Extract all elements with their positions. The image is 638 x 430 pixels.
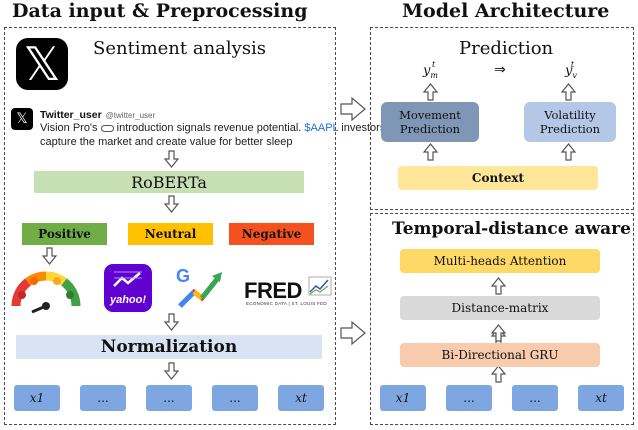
tweet-x-icon: 𝕏: [11, 108, 33, 130]
sentiment-analysis-title: Sentiment analysis: [93, 38, 267, 59]
left-input-dots-2: ...: [146, 385, 192, 411]
arrow-context-volatility: [560, 143, 577, 161]
google-trends-icon: G: [176, 266, 222, 308]
distance-matrix-box: Distance-matrix: [400, 296, 600, 320]
arrow-positive-gauge: [41, 247, 58, 265]
output-y-v-sub: v: [572, 70, 577, 80]
sentiment-negative: Negative: [229, 223, 314, 245]
arrow-normalization-inputs: [163, 362, 180, 380]
tweet-text-1: Vision Pro's: [40, 122, 98, 134]
left-input-xt: xt: [278, 385, 324, 411]
output-y-v-base: y: [565, 63, 573, 79]
arrow-context-movement: [422, 143, 439, 161]
yahoo-label: yahoo!: [109, 294, 147, 306]
svg-text:G: G: [176, 266, 190, 286]
fred-logo: FRED: [244, 278, 302, 303]
fred-chart-icon: [308, 276, 332, 296]
output-y-v-sup: t: [570, 60, 575, 69]
right-input-dots-2: ...: [512, 385, 558, 411]
roberta-box: RoBERTa: [34, 171, 304, 193]
output-y-m-sup: t: [431, 60, 436, 69]
output-y-m-base: y: [423, 63, 431, 79]
context-box: Context: [398, 166, 598, 190]
vision-pro-icon: [100, 124, 114, 132]
arrow-sources-normalization: [163, 313, 180, 331]
arrow-tweet-roberta: [163, 150, 180, 168]
arrow-roberta-sentiment: [163, 195, 180, 213]
tweet-username: Twitter_user: [40, 109, 102, 121]
attention-box: Multi-heads Attention: [400, 249, 600, 273]
arrow-distance-attention: [490, 277, 507, 295]
ticker-tag: $AAPL: [304, 122, 339, 134]
right-input-x1: x1: [380, 385, 426, 411]
gru-box: Bi-Directional GRU: [400, 343, 600, 367]
right-section-title: Model Architecture: [402, 0, 610, 22]
tweet-text-4: capture the market and create value for …: [40, 136, 293, 148]
yahoo-chart-icon: [113, 271, 142, 287]
left-panel: [4, 27, 336, 425]
output-y-m-sub: m: [430, 70, 438, 80]
output-arrow-between: ⇒: [494, 62, 506, 78]
temporal-title: Temporal-distance aware: [392, 219, 631, 239]
left-input-x1: x1: [14, 385, 60, 411]
right-input-dots-1: ...: [446, 385, 492, 411]
arrow-inputs-gru: [490, 365, 507, 383]
tweet-handle: @twitter_user: [105, 111, 156, 120]
output-y-volatility: yvt: [565, 60, 577, 80]
x-logo-icon: 𝕏: [16, 38, 68, 90]
tweet-body: Vision Pro's introduction signals revenu…: [40, 121, 388, 149]
yahoo-finance-icon: yahoo!: [104, 264, 152, 312]
tweet-text-2: introduction signals revenue potential.: [113, 122, 305, 134]
tweet-text-3: investors,: [338, 122, 389, 134]
normalization-box: Normalization: [16, 335, 322, 359]
arrow-left-to-temporal: [340, 320, 366, 346]
left-section-title: Data input & Preprocessing: [12, 0, 308, 22]
arrow-left-to-prediction: [340, 96, 366, 122]
left-input-dots-3: ...: [212, 385, 258, 411]
left-input-dots-1: ...: [80, 385, 126, 411]
sentiment-gauge-icon: [11, 271, 81, 314]
temporal-panel: [370, 213, 634, 425]
prediction-title: Prediction: [459, 38, 554, 59]
arrow-movement-output: [422, 83, 439, 101]
prediction-panel: [370, 27, 634, 210]
arrow-volatility-output: [560, 83, 577, 101]
sentiment-positive: Positive: [22, 223, 107, 245]
right-input-xt: xt: [578, 385, 624, 411]
tweet-user: Twitter_user@twitter_user: [40, 109, 155, 121]
output-y-movement: ymt: [423, 60, 438, 80]
sentiment-neutral: Neutral: [128, 223, 213, 245]
movement-prediction-box: Movement Prediction: [381, 102, 479, 142]
fred-subtitle: ECONOMIC DATA | ST. LOUIS FED: [246, 301, 327, 306]
volatility-prediction-box: Volatility Prediction: [524, 102, 616, 142]
arrow-gru-distance-2: [490, 324, 507, 342]
